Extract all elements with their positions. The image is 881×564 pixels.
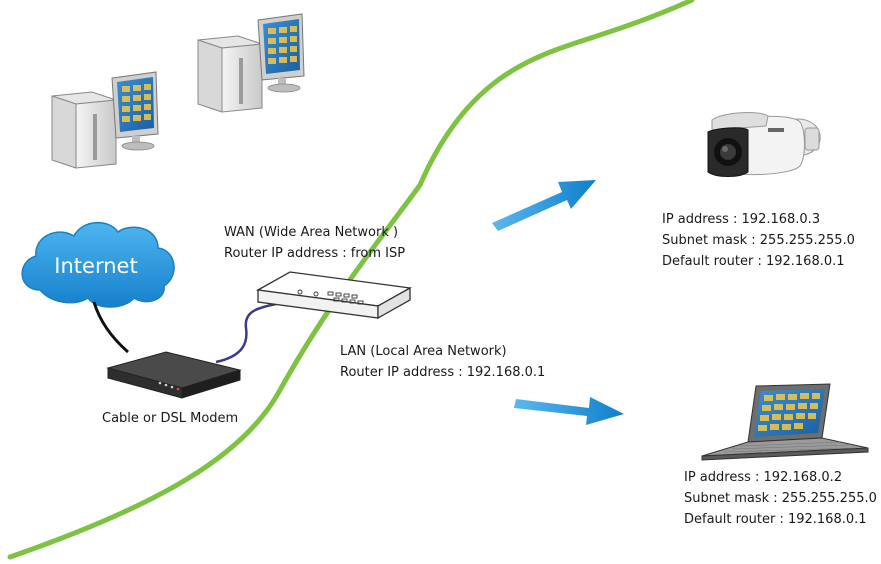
desktop-computer-icon [197,13,305,113]
modem-label: Cable or DSL Modem [102,411,239,426]
arrow-to-laptop [514,397,624,425]
camera-subnet-mask: Subnet mask : 255.255.255.0 [662,233,855,248]
laptop-ip-address: IP address : 192.168.0.2 [684,470,843,485]
desktop-computer-icon [51,71,159,169]
lan-label-block: LAN (Local Area Network) Router IP addre… [340,341,545,383]
arrow-to-camera [492,180,596,231]
camera-ip-address: IP address : 192.168.0.3 [662,212,821,227]
camera-ip-settings: IP address : 192.168.0.3 Subnet mask : 2… [662,209,855,272]
modem-icon [106,351,242,399]
wan-label-block: WAN (Wide Area Network ) Router IP addre… [224,222,405,264]
lan-router-ip: Router IP address : 192.168.0.1 [340,365,546,380]
internet-cloud-icon: Internet [21,222,175,308]
ip-camera-icon [707,112,821,177]
camera-default-router: Default router : 192.168.0.1 [662,254,845,269]
wan-title: WAN (Wide Area Network ) [224,225,399,240]
laptop-ip-settings: IP address : 192.168.0.2 Subnet mask : 2… [684,467,877,530]
lan-title: LAN (Local Area Network) [340,344,507,359]
internet-label: Internet [54,254,137,278]
laptop-icon [701,383,869,461]
wan-lan-boundary-line [7,0,695,560]
laptop-default-router: Default router : 192.168.0.1 [684,512,867,527]
router-icon [255,271,413,320]
wan-router-ip: Router IP address : from ISP [224,246,406,261]
modem-router-cable [215,302,277,364]
laptop-subnet-mask: Subnet mask : 255.255.255.0 [684,491,877,506]
internet-cable [92,301,129,354]
